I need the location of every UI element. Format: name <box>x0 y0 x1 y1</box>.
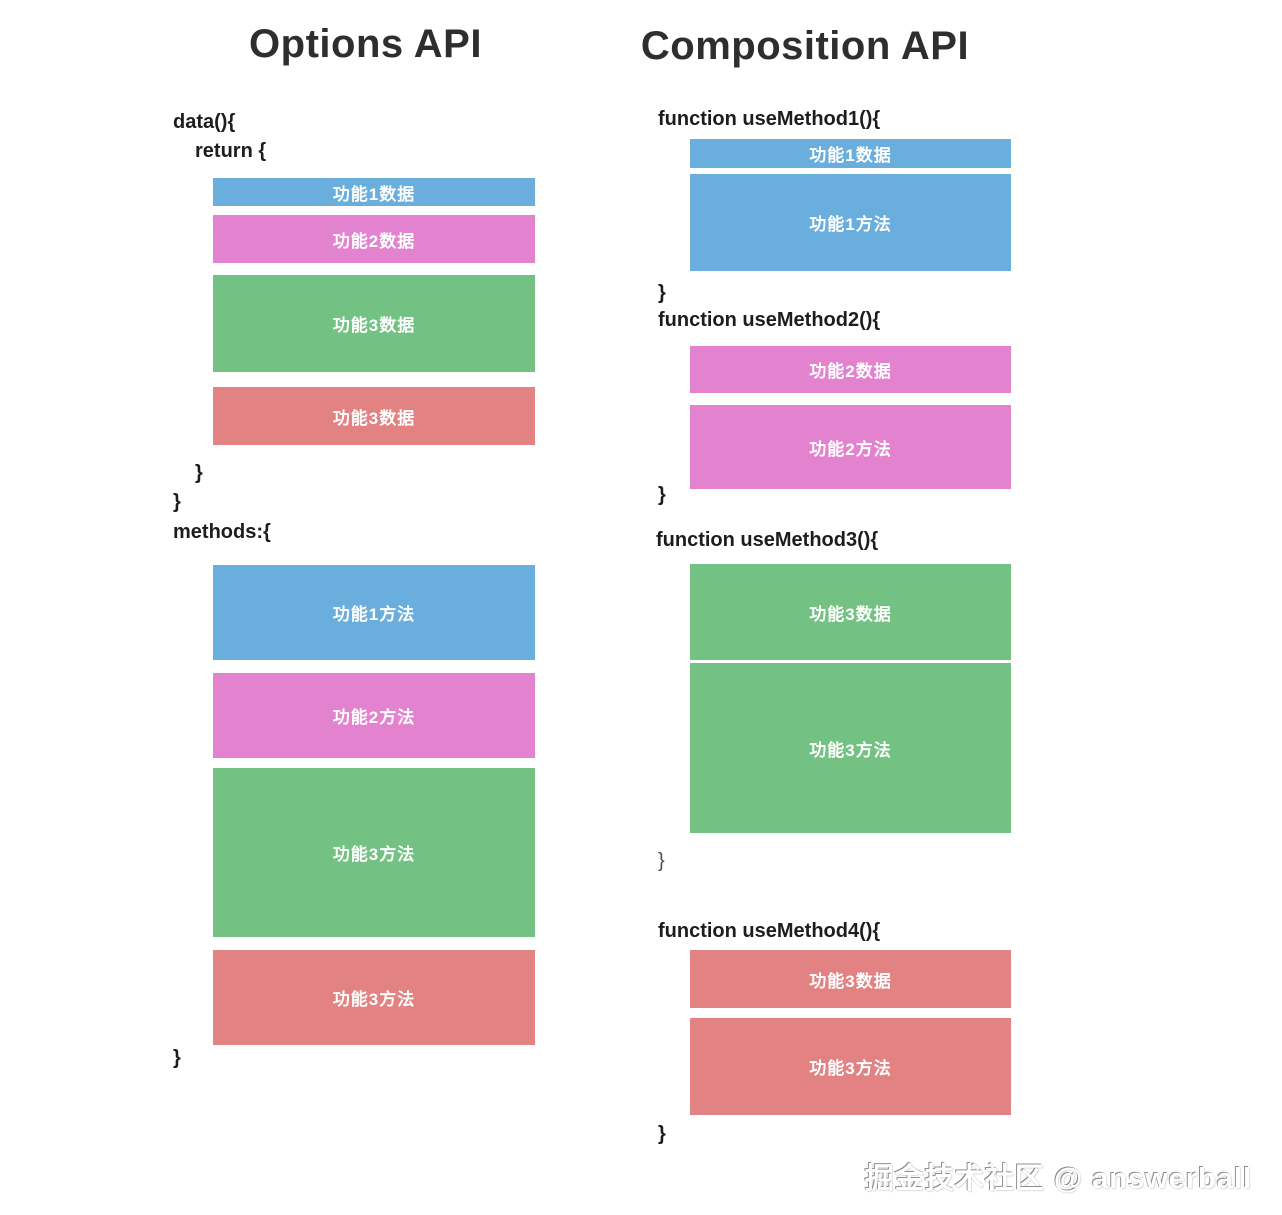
usemethod4-method-block: 功能3方法 <box>690 1018 1011 1115</box>
code-usemethod2-close: } <box>658 484 666 506</box>
code-usemethod4-close: } <box>658 1123 666 1145</box>
options-block-feature1-method: 功能1方法 <box>213 565 535 660</box>
code-return-open: return { <box>195 140 267 162</box>
options-block-feature2-data: 功能2数据 <box>213 215 535 263</box>
watermark: 掘金技术社区 @ answerball <box>864 1163 1252 1195</box>
options-api-title: Options API <box>249 22 482 66</box>
code-data-open: data(){ <box>173 111 236 133</box>
code-methods-open: methods:{ <box>173 521 271 543</box>
options-block-feature3-data: 功能3数据 <box>213 275 535 372</box>
code-return-close: } <box>195 462 203 484</box>
code-usemethod3-close: } <box>658 850 665 872</box>
code-usemethod1-close: } <box>658 282 666 304</box>
usemethod1-data-block: 功能1数据 <box>690 139 1011 168</box>
code-methods-close: } <box>173 1047 181 1069</box>
code-usemethod2-open: function useMethod2(){ <box>658 309 881 331</box>
options-block-feature3-method: 功能3方法 <box>213 768 535 937</box>
options-block-feature4-method: 功能3方法 <box>213 950 535 1045</box>
code-usemethod4-open: function useMethod4(){ <box>658 920 881 942</box>
usemethod3-method-block: 功能3方法 <box>690 663 1011 833</box>
code-data-close: } <box>173 491 181 513</box>
composition-api-title: Composition API <box>640 24 970 68</box>
code-usemethod3-open: function useMethod3(){ <box>656 529 879 551</box>
code-usemethod1-open: function useMethod1(){ <box>658 108 881 130</box>
usemethod1-method-block: 功能1方法 <box>690 174 1011 271</box>
options-block-feature4-data: 功能3数据 <box>213 387 535 445</box>
options-block-feature2-method: 功能2方法 <box>213 673 535 758</box>
usemethod3-data-block: 功能3数据 <box>690 564 1011 660</box>
usemethod2-data-block: 功能2数据 <box>690 346 1011 393</box>
usemethod4-data-block: 功能3数据 <box>690 950 1011 1008</box>
options-block-feature1-data: 功能1数据 <box>213 178 535 206</box>
usemethod2-method-block: 功能2方法 <box>690 405 1011 489</box>
